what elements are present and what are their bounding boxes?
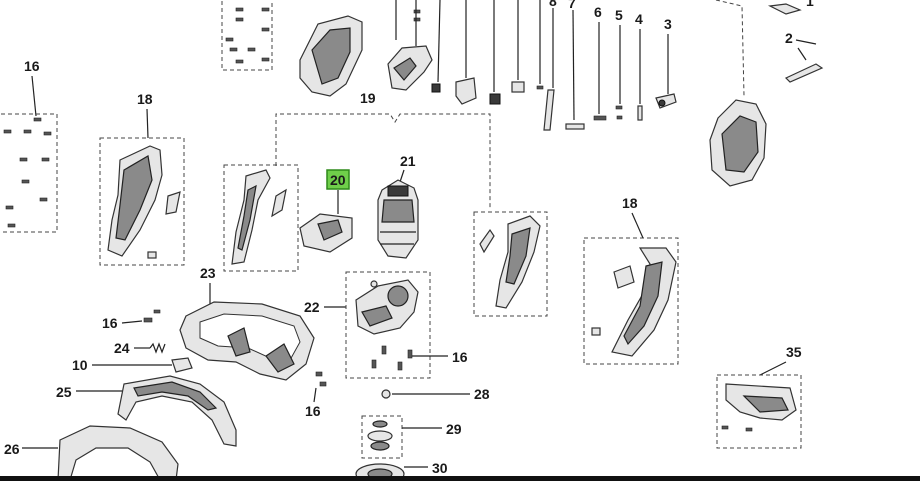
top-parts-row: 8 7 6 5 4 3 <box>299 0 677 131</box>
callout-25: 25 <box>56 384 72 400</box>
screw-16-bottom: 16 <box>305 371 327 419</box>
gearbox-housing-22: 22 16 <box>304 271 468 379</box>
lever-10: 10 <box>72 357 193 373</box>
callout-29: 29 <box>446 421 462 437</box>
top-right-housing: 1 2 <box>709 0 824 187</box>
callout-24: 24 <box>114 340 130 356</box>
housing-half-left-18: 18 <box>99 91 185 266</box>
screw-16-left: 16 <box>102 309 161 331</box>
callout-7: 7 <box>568 0 576 11</box>
callout-16: 16 <box>452 349 468 365</box>
motor-21: 21 <box>377 153 419 259</box>
handle-cover-part <box>223 164 299 272</box>
blade-cover-35: 35 <box>716 344 802 449</box>
callout-16: 16 <box>24 58 40 74</box>
circuit-board-20: 20 <box>299 169 353 253</box>
callout-5: 5 <box>615 7 623 23</box>
callout-26: 26 <box>4 441 20 457</box>
bottom-border <box>0 476 920 481</box>
callout-18: 18 <box>137 91 153 107</box>
callout-18: 18 <box>622 195 638 211</box>
callout-4: 4 <box>635 11 643 27</box>
motor-assembly-19-bracket: 19 <box>275 90 491 210</box>
gear-set-29: 29 <box>361 415 462 459</box>
spring-24: 24 <box>114 340 166 356</box>
handle-frame-23: 23 <box>179 265 315 381</box>
power-cable <box>784 63 824 83</box>
callout-35: 35 <box>786 344 802 360</box>
callout-1: 1 <box>806 0 814 9</box>
callout-8: 8 <box>549 0 557 9</box>
washer-28: 28 <box>381 386 490 402</box>
guard-26: 26 <box>4 425 179 481</box>
front-handle-25: 25 <box>56 375 237 447</box>
callout-2: 2 <box>785 30 793 46</box>
screw-set-16-left: 16 <box>0 58 58 233</box>
callout-20-highlight <box>326 169 350 190</box>
housing-half-right-18: 18 <box>583 195 679 365</box>
callout-6: 6 <box>594 4 602 20</box>
callout-3: 3 <box>664 16 672 32</box>
callout-19: 19 <box>360 90 376 106</box>
handle-cover-right <box>473 211 548 317</box>
callout-30: 30 <box>432 460 448 476</box>
callout-16: 16 <box>102 315 118 331</box>
callout-22: 22 <box>304 299 320 315</box>
callout-21: 21 <box>400 153 416 169</box>
callout-28: 28 <box>474 386 490 402</box>
callout-23: 23 <box>200 265 216 281</box>
screw-set-top-left <box>221 0 273 71</box>
callout-10: 10 <box>72 357 88 373</box>
callout-20: 20 <box>330 172 346 188</box>
callout-16: 16 <box>305 403 321 419</box>
switch-block <box>455 77 477 105</box>
